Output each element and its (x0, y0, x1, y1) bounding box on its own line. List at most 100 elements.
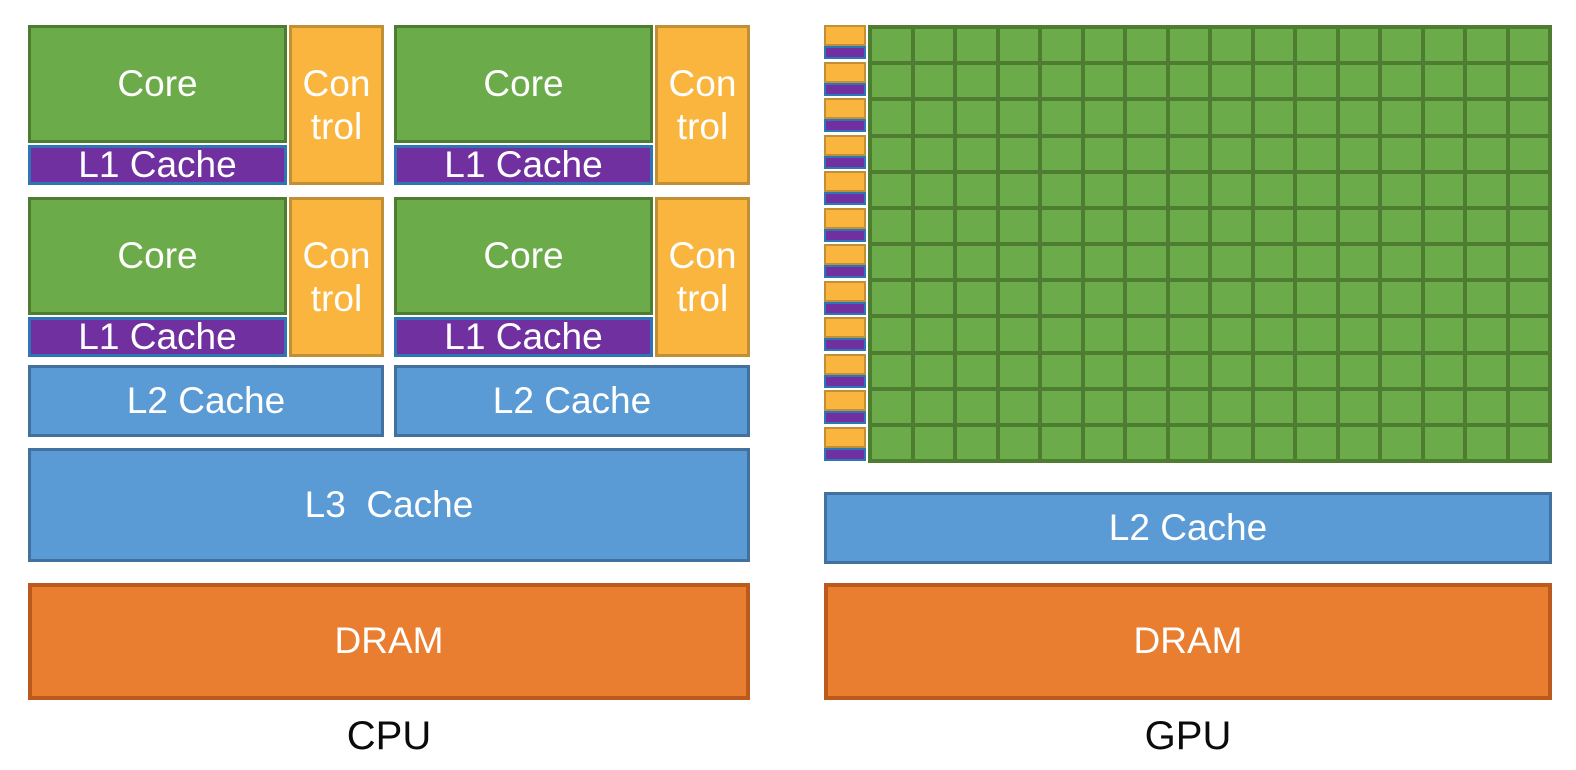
gpu-core-cell (914, 137, 953, 170)
gpu-core-cell (872, 29, 911, 62)
gpu-core-cell (957, 282, 996, 315)
gpu-core-cell (957, 390, 996, 423)
gpu-core-cell (914, 101, 953, 134)
gpu-core-cell (872, 101, 911, 134)
gpu-core-cell (1084, 426, 1123, 459)
gpu-core-cell (1297, 65, 1336, 98)
gpu-core-cell (1212, 137, 1251, 170)
gpu-core-cell (1127, 426, 1166, 459)
cpu-core-unit: Core Con trol L1 Cache (394, 197, 750, 357)
gpu-core-cell (1382, 65, 1421, 98)
gpu-core-cell (1297, 173, 1336, 206)
gpu-core-cell (1467, 101, 1506, 134)
gpu-core-cell (1127, 318, 1166, 351)
gpu-core-cell (1254, 173, 1293, 206)
gpu-core-cell (914, 29, 953, 62)
gpu-core-cell (1339, 282, 1378, 315)
gpu-core-cell (1084, 65, 1123, 98)
gpu-core-cell (999, 173, 1038, 206)
gpu-core-cell (999, 390, 1038, 423)
gpu-core-cell (1424, 390, 1463, 423)
gpu-core-cell (1424, 318, 1463, 351)
gpu-core-cell (1127, 101, 1166, 134)
cpu-core-unit: Core Con trol L1 Cache (28, 25, 384, 185)
gpu-core-cell (1042, 101, 1081, 134)
gpu-core-cell (1042, 390, 1081, 423)
gpu-core-cell (1509, 65, 1548, 98)
gpu-core-cell (1254, 101, 1293, 134)
gpu-core-cell (957, 209, 996, 242)
gpu-core-cell (1169, 209, 1208, 242)
gpu-core-cell (1169, 173, 1208, 206)
gpu-core-cell (1297, 209, 1336, 242)
gpu-core-cell (1382, 282, 1421, 315)
gpu-core-cell (1339, 354, 1378, 387)
cpu-l1-cache-block: L1 Cache (394, 145, 653, 185)
gpu-core-cell (1169, 282, 1208, 315)
gpu-core-cell (1297, 29, 1336, 62)
gpu-core-cell (1509, 318, 1548, 351)
gpu-core-cell (1509, 354, 1548, 387)
cpu-core-unit: Core Con trol L1 Cache (28, 197, 384, 357)
gpu-core-cell (957, 318, 996, 351)
gpu-core-cell (1169, 390, 1208, 423)
gpu-dram-block: DRAM (824, 583, 1552, 700)
gpu-core-cell (1254, 137, 1293, 170)
gpu-core-cell (999, 354, 1038, 387)
gpu-l1-cache-block (824, 265, 866, 278)
gpu-core-cell (999, 65, 1038, 98)
gpu-core-cell (1042, 354, 1081, 387)
gpu-core-cell (1382, 390, 1421, 423)
gpu-control-block (824, 134, 866, 156)
gpu-core-cell (1084, 318, 1123, 351)
cpu-l2-cache-block: L2 Cache (28, 365, 384, 437)
gpu-core-cell (1212, 426, 1251, 459)
gpu-core-cell (1424, 282, 1463, 315)
cpu-diagram: Core Con trol L1 Cache Core Con trol L1 … (28, 25, 750, 770)
cpu-control-block: Con trol (655, 25, 750, 185)
gpu-core-cell (914, 246, 953, 279)
gpu-core-cell (1084, 29, 1123, 62)
gpu-core-cell (1042, 173, 1081, 206)
gpu-core-cell (914, 390, 953, 423)
cpu-l2-cache-label: L2 Cache (492, 379, 652, 421)
gpu-core-cell (999, 29, 1038, 62)
gpu-core-cell (872, 318, 911, 351)
gpu-core-cell (1297, 246, 1336, 279)
gpu-core-cell (957, 29, 996, 62)
gpu-core-cell (999, 318, 1038, 351)
cpu-l3-cache-label: L3 Cache (304, 483, 474, 525)
cpu-control-block: Con trol (289, 25, 384, 185)
gpu-control-block (824, 207, 866, 229)
gpu-core-cell (1382, 426, 1421, 459)
gpu-core-cell (1339, 426, 1378, 459)
gpu-l1-cache-block (824, 46, 866, 59)
gpu-core-cell (1382, 209, 1421, 242)
gpu-core-cell (914, 65, 953, 98)
gpu-core-cell (1339, 318, 1378, 351)
cpu-core-block: Core (394, 197, 653, 315)
cpu-dram-block: DRAM (28, 583, 750, 700)
gpu-l1-cache-block (824, 119, 866, 132)
gpu-core-cell (1424, 137, 1463, 170)
gpu-l1-cache-block (824, 447, 866, 461)
gpu-core-cell (1382, 354, 1421, 387)
gpu-core-cell (1382, 173, 1421, 206)
gpu-core-cell (1509, 29, 1548, 62)
gpu-core-cell (1127, 65, 1166, 98)
gpu-core-cell (1339, 65, 1378, 98)
gpu-core-cell (1084, 173, 1123, 206)
gpu-core-cell (1127, 29, 1166, 62)
gpu-core-cell (1297, 426, 1336, 459)
gpu-core-cell (1424, 65, 1463, 98)
gpu-core-cell (1042, 29, 1081, 62)
gpu-l1-cache-block (824, 155, 866, 169)
cpu-control-label-line: trol (676, 106, 729, 147)
gpu-core-cell (1042, 65, 1081, 98)
gpu-core-cell (914, 426, 953, 459)
gpu-core-cell (1127, 390, 1166, 423)
gpu-core-cell (1169, 354, 1208, 387)
gpu-core-cell (1339, 101, 1378, 134)
gpu-core-cell (1467, 209, 1506, 242)
gpu-core-cell (999, 246, 1038, 279)
